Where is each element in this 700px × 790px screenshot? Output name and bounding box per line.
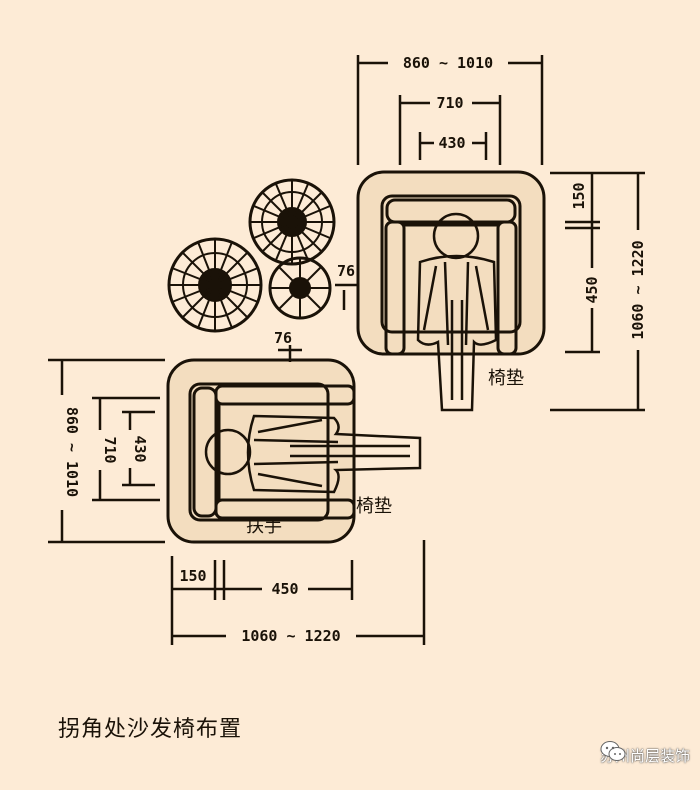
sofa-chair-top (356, 170, 546, 356)
watermark: 苏州尚层装饰 (600, 740, 690, 770)
plant-icon (167, 237, 263, 333)
dim-top-outer: 860 ~ 1010 (403, 54, 493, 72)
label-cushion-left: 椅垫 (356, 496, 392, 517)
wechat-icon (600, 741, 626, 761)
dim-gap-top: 76 (274, 329, 292, 347)
sofa-chair-left (166, 358, 356, 544)
dim-top-mid: 710 (436, 94, 463, 112)
dim-bottom-total: 1060 ~ 1220 (241, 627, 340, 645)
label-cushion-top: 椅垫 (488, 368, 524, 389)
seated-person-figure (204, 414, 422, 494)
dim-left-mid: 710 (101, 436, 119, 463)
dim-left-outer: 860 ~ 1010 (63, 407, 81, 497)
dim-top-back: 150 (570, 182, 588, 209)
plant-icon (248, 178, 336, 266)
plant-icon (268, 256, 332, 320)
label-armrest: 扶手 (246, 516, 282, 537)
dim-gap-side: 76 (337, 262, 355, 280)
dim-top-inner: 430 (438, 134, 465, 152)
dim-top-total: 1060 ~ 1220 (629, 240, 647, 339)
dim-left-inner: 430 (131, 435, 149, 462)
caption: 拐角处沙发椅布置 (58, 717, 243, 742)
seated-person-figure (416, 212, 498, 412)
dim-bottom-seat: 450 (271, 580, 298, 598)
dim-top-seat: 450 (583, 276, 601, 303)
dim-bottom-back: 150 (179, 567, 206, 585)
